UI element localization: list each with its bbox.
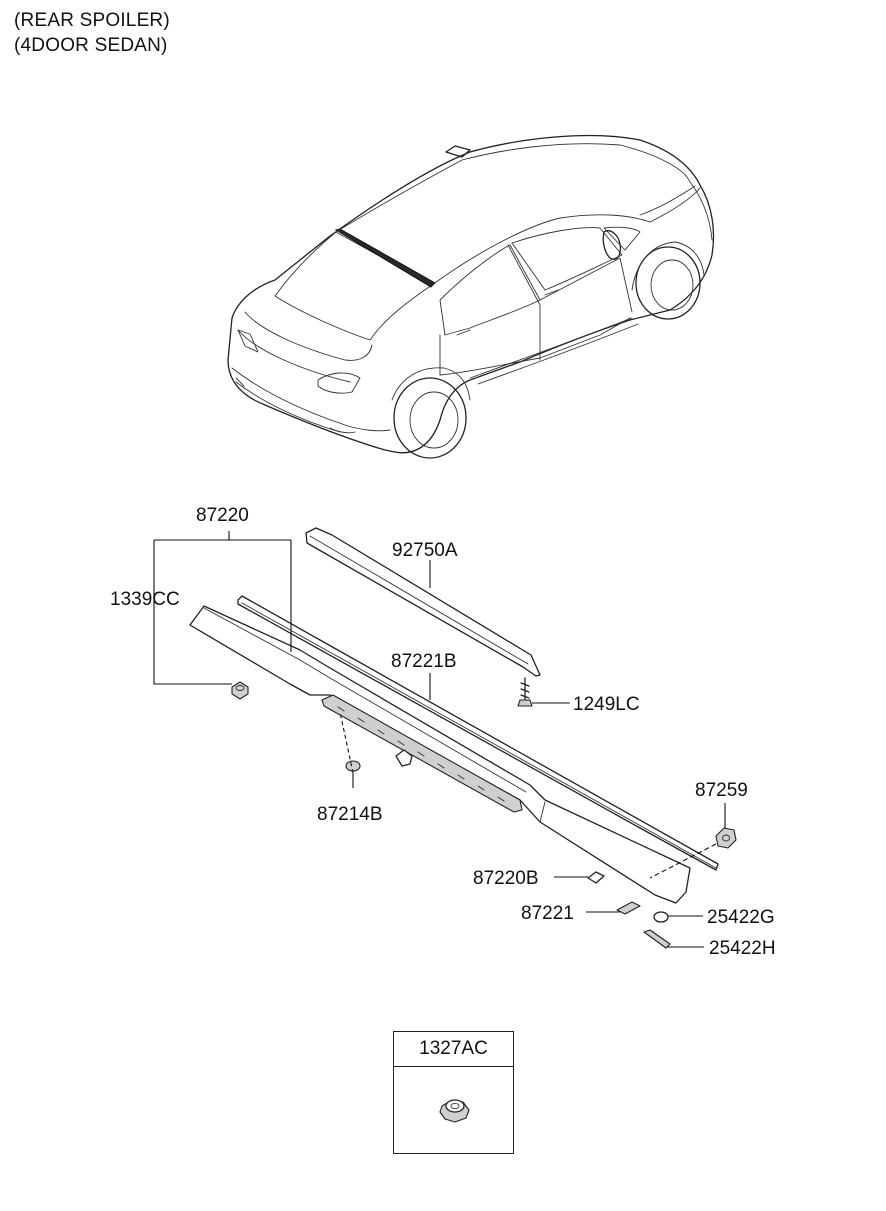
tape-87220b xyxy=(587,871,605,884)
header-line-2: (4DOOR SEDAN) xyxy=(14,35,168,56)
strip-25422h xyxy=(643,929,671,949)
callout-25422g: 25422G xyxy=(707,907,775,928)
callout-1249lc: 1249LC xyxy=(573,694,640,715)
header-line-1: (REAR SPOILER) xyxy=(14,10,170,31)
ring-25422g xyxy=(653,911,669,923)
callout-87259: 87259 xyxy=(695,780,748,801)
spoiler-clip xyxy=(395,749,413,767)
spoiler-under-rail xyxy=(321,694,523,813)
pad-87221 xyxy=(616,901,641,915)
car-illustration xyxy=(227,134,715,459)
washer-87214b xyxy=(345,760,361,772)
inset-box-1327ac: 1327AC xyxy=(393,1031,514,1154)
callout-87214b: 87214B xyxy=(317,804,383,825)
callout-92750a: 92750A xyxy=(392,540,458,561)
callout-25422h: 25422H xyxy=(709,938,776,959)
callout-1339cc: 1339CC xyxy=(110,589,180,610)
leader-lines xyxy=(153,531,726,948)
screw-1249lc xyxy=(517,699,533,707)
callout-87221b: 87221B xyxy=(391,651,457,672)
rear-spoiler-highlight xyxy=(334,228,436,288)
callout-87220b: 87220B xyxy=(473,868,539,889)
callout-87221: 87221 xyxy=(521,903,574,924)
inset-label: 1327AC xyxy=(394,1032,513,1067)
seal-strip-87221b xyxy=(237,595,719,871)
callout-87220: 87220 xyxy=(196,505,249,526)
grommet-87259 xyxy=(715,827,737,849)
nut-1327ac-icon xyxy=(439,1099,470,1123)
